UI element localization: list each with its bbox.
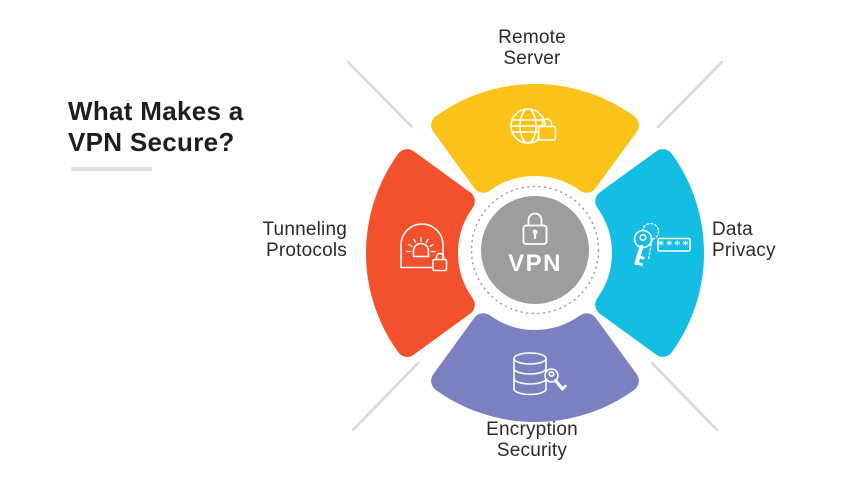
keys-password-icon	[633, 222, 691, 266]
corner-line-top-right	[656, 60, 724, 129]
title-underline	[71, 167, 152, 171]
corner-line-bottom-left	[351, 361, 420, 432]
corner-line-bottom-right	[650, 361, 719, 432]
page-title: What Makes a VPN Secure?	[68, 96, 244, 157]
tunnel-lock-icon	[400, 223, 448, 272]
center-dotted-ring	[470, 185, 600, 315]
center-vpn-label: VPN	[508, 250, 562, 277]
globe-lock-icon	[510, 108, 557, 144]
corner-line-top-left	[346, 60, 414, 129]
label-encryption-security: Encryption Security	[486, 419, 578, 461]
center-circle	[481, 196, 589, 304]
segment-remote-server	[442, 95, 628, 182]
label-remote-server: Remote Server	[498, 27, 566, 69]
corner-lines	[346, 60, 724, 432]
padlock-icon	[522, 212, 548, 245]
label-data-privacy: Data Privacy	[712, 219, 776, 261]
segment-encryption-security	[442, 324, 628, 411]
password-mask-text: ****	[658, 239, 691, 252]
segment-tunneling-protocols	[377, 160, 464, 346]
label-tunneling-protocols: Tunneling Protocols	[262, 219, 347, 261]
database-key-icon	[513, 352, 567, 396]
